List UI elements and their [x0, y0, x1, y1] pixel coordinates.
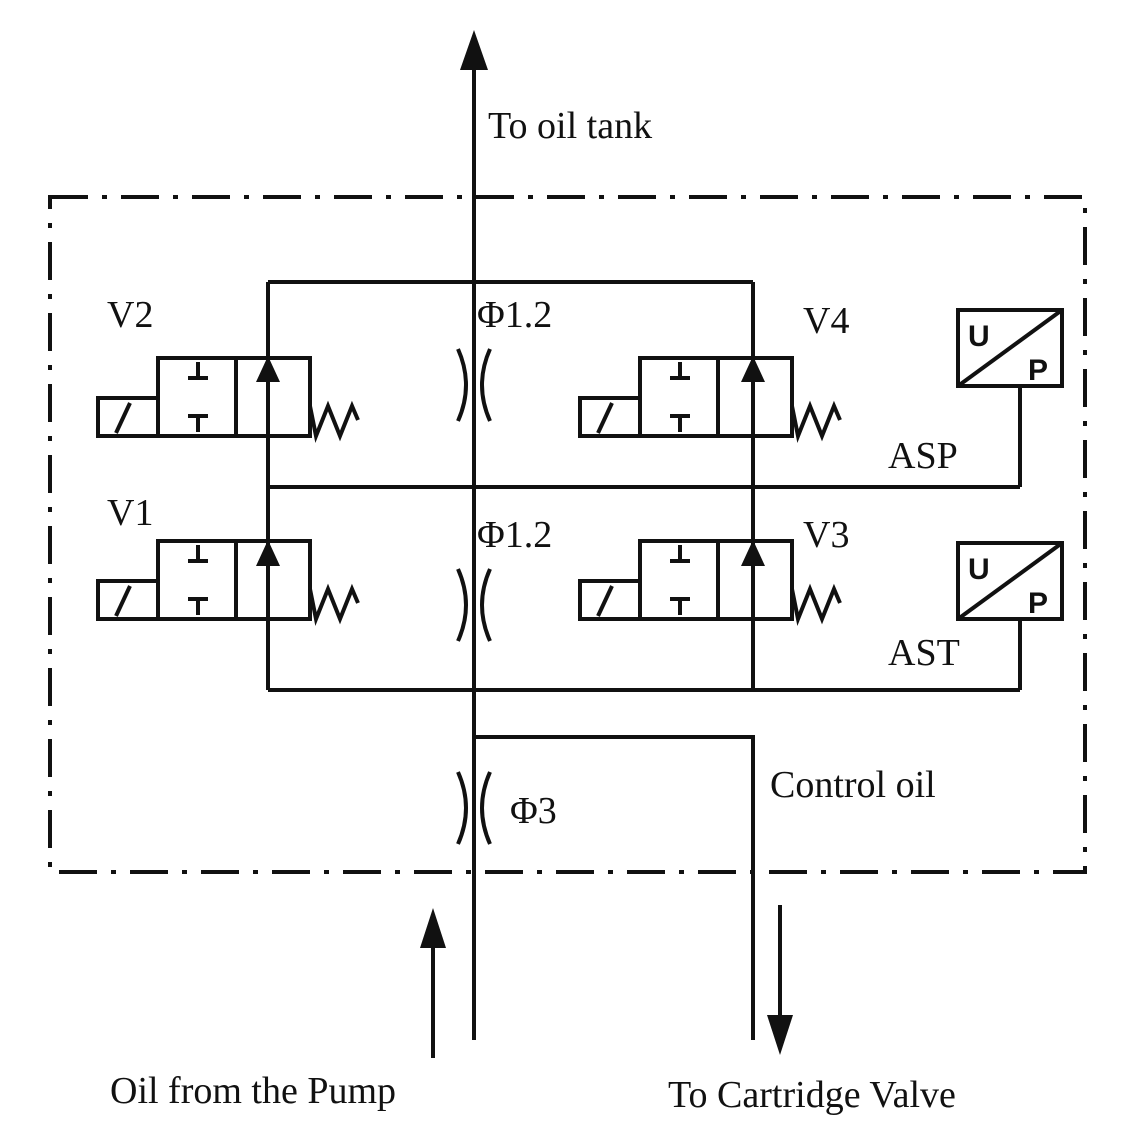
cartridge-arrow-icon — [767, 1015, 793, 1055]
v3-flow-arrow-icon — [741, 540, 765, 566]
label-v1: V1 — [107, 492, 153, 534]
svg-text:U: U — [968, 553, 990, 586]
svg-text:U: U — [968, 320, 990, 353]
label-control-oil: Control oil — [770, 764, 936, 806]
pump-arrow-icon — [420, 908, 446, 948]
label-v2: V2 — [107, 294, 153, 336]
valve-v2 — [96, 356, 360, 438]
v1-flow-arrow-icon — [256, 540, 280, 566]
label-to-oil-tank: To oil tank — [488, 105, 652, 147]
manifold-boundary — [48, 195, 1087, 874]
label-orifice-middle: Φ1.2 — [477, 514, 552, 556]
control-oil-line — [474, 735, 755, 1040]
label-orifice-bottom: Φ3 — [510, 790, 557, 832]
asp-transducer: U P — [956, 308, 1064, 388]
svg-text:P: P — [1028, 587, 1048, 620]
label-orifice-top: Φ1.2 — [477, 294, 552, 336]
valve-v1 — [96, 539, 360, 621]
valve-v3 — [578, 539, 842, 621]
tank-arrow-icon — [460, 30, 488, 70]
label-to-cartridge-valve: To Cartridge Valve — [668, 1074, 956, 1116]
svg-text:P: P — [1028, 354, 1048, 387]
v4-flow-arrow-icon — [741, 356, 765, 382]
label-oil-from-pump: Oil from the Pump — [110, 1070, 396, 1112]
label-ast: AST — [888, 632, 960, 674]
v2-flow-arrow-icon — [256, 356, 280, 382]
label-v3: V3 — [803, 514, 849, 556]
valve-v4 — [578, 356, 842, 438]
ast-transducer: U P — [956, 541, 1064, 621]
label-v4: V4 — [803, 300, 849, 342]
label-asp: ASP — [888, 435, 958, 477]
